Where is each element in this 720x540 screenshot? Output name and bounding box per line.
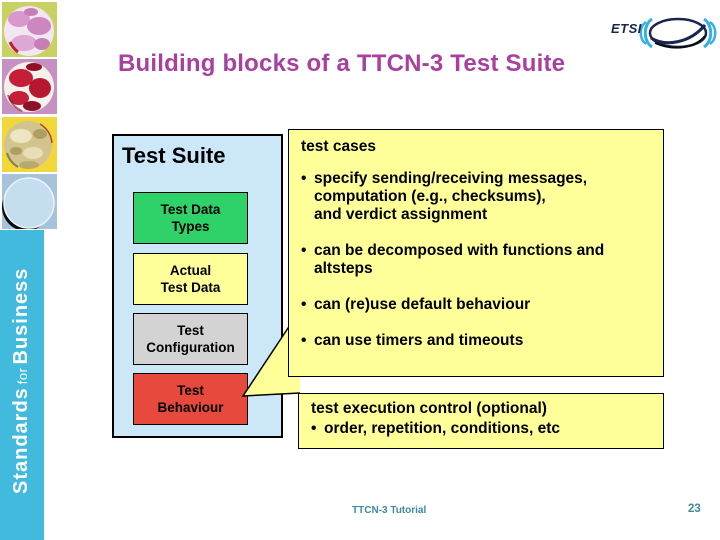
sidebar-globe-tile-4 <box>2 174 57 229</box>
block-test-behaviour: Test Behaviour <box>133 373 248 425</box>
bullet-item: specify sending/receiving messages, comp… <box>301 170 653 224</box>
callout-execution-control: test execution control (optional) order,… <box>298 393 664 449</box>
block-label-line: Test Data <box>160 280 221 295</box>
bullet-item: can be decomposed with functions and alt… <box>301 242 653 278</box>
block-label-line: Test <box>177 323 204 338</box>
sidebar-tagline: Standards for Business <box>10 232 36 494</box>
callout-heading: test execution control (optional) <box>311 400 547 417</box>
sidebar-globe-tile-3 <box>2 117 57 172</box>
block-label-line: Test Data <box>160 202 221 217</box>
block-label-line: Types <box>171 219 210 234</box>
footer-doc-title: TTCN-3 Tutorial <box>352 505 427 516</box>
sidebar-globe-tile-2 <box>2 59 57 114</box>
etsi-globe-icon <box>639 17 717 49</box>
bullet-line: can (re)use default behaviour <box>314 296 531 313</box>
bullet-line: order, repetition, conditions, etc <box>324 420 560 437</box>
bullet-item: can (re)use default behaviour <box>301 296 653 314</box>
footer-page-number: 23 <box>688 503 701 515</box>
container-title: Test Suite <box>122 143 226 168</box>
callout-test-cases: test cases specify sending/receiving mes… <box>288 129 664 377</box>
bullet-line: and verdict assignment <box>314 206 488 223</box>
bullet-item: can use timers and timeouts <box>301 332 653 350</box>
globe-moon-icon <box>2 177 55 229</box>
bullet-line: can be decomposed with functions and <box>314 242 605 259</box>
bullet-line: specify sending/receiving messages, <box>314 170 588 187</box>
block-label-line: Behaviour <box>157 400 224 415</box>
block-label-line: Test <box>177 383 204 398</box>
callout-tail <box>241 309 301 397</box>
tagline-word-for: for <box>15 367 30 385</box>
globe-earth-icon <box>4 6 54 56</box>
block-actual-test-data: Actual Test Data <box>133 253 248 305</box>
etsi-logo-text: ETSI <box>611 21 642 36</box>
tagline-word-standards: Standards <box>10 387 32 494</box>
tagline-word-business: Business <box>10 267 32 365</box>
sidebar-globe-tile-1 <box>2 2 57 57</box>
globe-earth-icon <box>4 62 54 112</box>
block-label-line: Actual <box>169 263 212 278</box>
sidebar-strip <box>0 230 44 540</box>
bullet-line: can use timers and timeouts <box>314 332 524 349</box>
block-test-configuration: Test Configuration <box>133 313 248 365</box>
test-suite-container: Test Suite Test Data Types Actual Test D… <box>112 134 283 438</box>
bullet-item: order, repetition, conditions, etc <box>311 419 653 439</box>
block-label-line: Configuration <box>146 340 235 355</box>
globe-earth-icon <box>4 121 53 169</box>
bullet-line: computation (e.g., checksums), <box>314 188 546 205</box>
callout-heading: test cases <box>301 138 376 155</box>
block-test-data-types: Test Data Types <box>133 192 248 244</box>
bullet-line: altsteps <box>314 260 373 277</box>
slide-title: Building blocks of a TTCN-3 Test Suite <box>118 50 566 77</box>
